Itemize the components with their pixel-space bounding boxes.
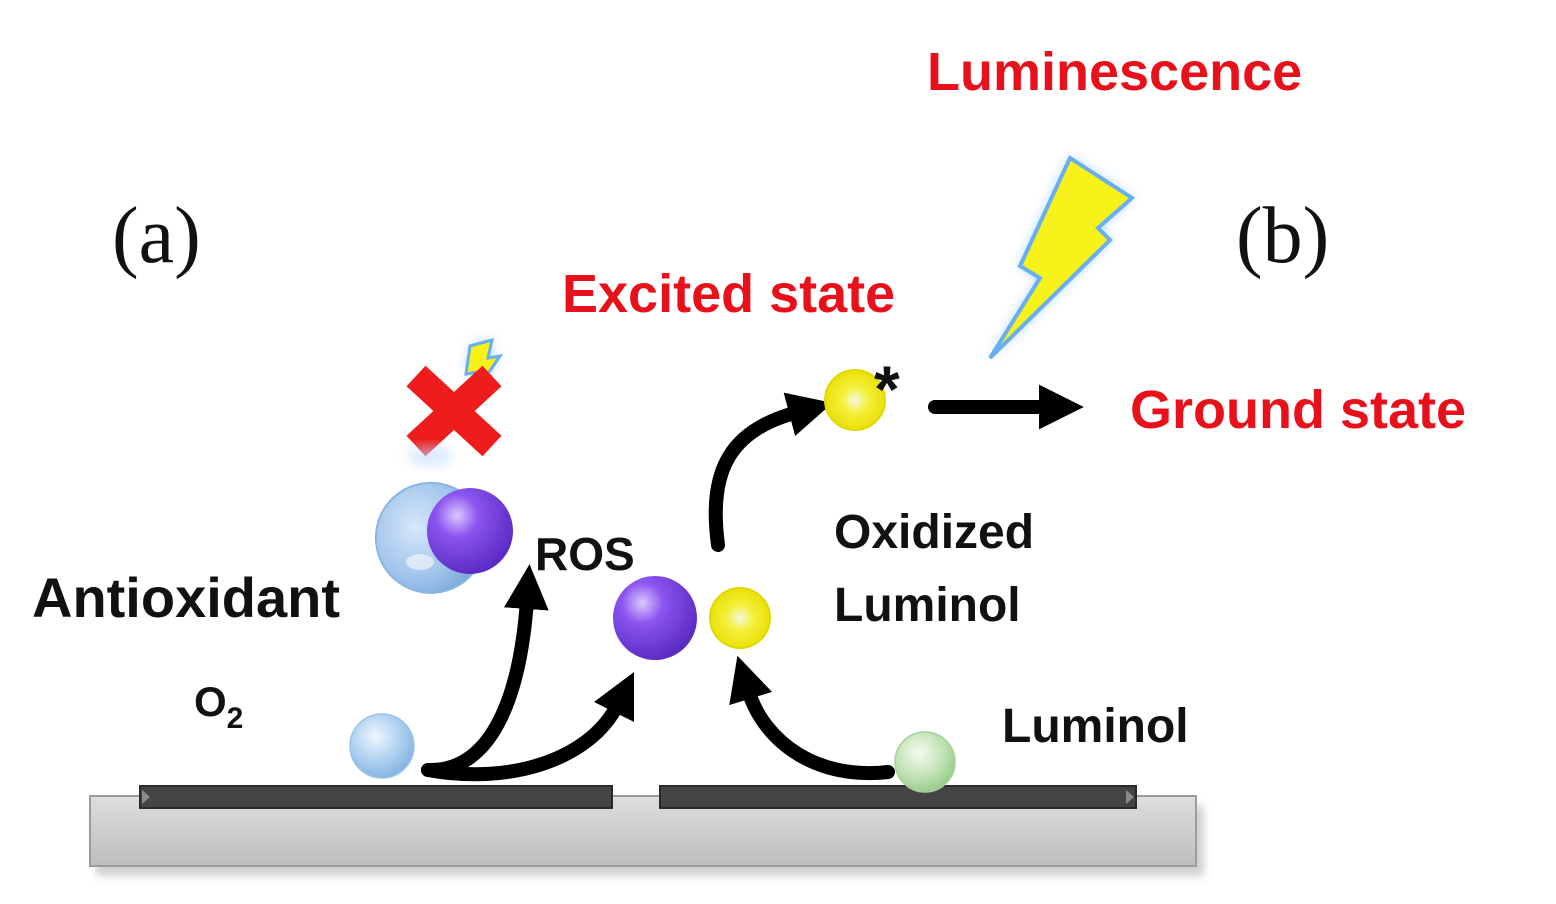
luminescence-lightning-icon	[988, 155, 1136, 360]
arrow-o2-to-ros	[421, 671, 635, 782]
glow-effect	[408, 446, 452, 466]
ros-sphere-captured	[427, 488, 513, 574]
o2-label: O2	[194, 678, 243, 735]
reaction-arrows	[421, 384, 1084, 782]
excited-marker: *	[874, 352, 900, 426]
arrow-o2-to-ros-antioxidant	[421, 564, 549, 778]
o2-sphere	[349, 713, 415, 779]
arrow-oxidized-to-excited	[708, 392, 833, 552]
oxidized-luminol-sphere	[709, 587, 771, 649]
ground-state-label: Ground state	[1130, 380, 1466, 440]
oxidized-luminol-label-line1: Oxidized	[834, 506, 1034, 559]
antioxidant-label: Antioxidant	[32, 566, 340, 629]
o2-label-subscript: 2	[227, 702, 244, 735]
excited-luminol-sphere	[824, 369, 886, 431]
panel-label-a: (a)	[112, 192, 201, 280]
o2-label-base: O	[194, 678, 227, 725]
luminol-sphere	[894, 731, 956, 793]
luminol-label: Luminol	[1002, 700, 1189, 753]
panel-label-b: (b)	[1236, 192, 1329, 280]
blocked-x-icon	[406, 365, 502, 457]
electrode-right	[659, 785, 1137, 809]
luminescence-label: Luminescence	[927, 42, 1302, 102]
arrow-luminol-to-oxidized	[729, 655, 895, 781]
excited-state-label: Excited state	[562, 264, 895, 324]
ros-sphere	[613, 576, 697, 660]
electrode-left	[139, 785, 613, 809]
oxidized-luminol-label-line2: Luminol	[834, 579, 1021, 632]
ros-label: ROS	[535, 528, 635, 580]
